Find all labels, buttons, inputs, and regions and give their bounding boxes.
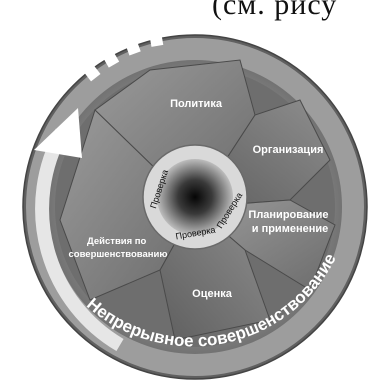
label-organization: Организация (253, 144, 324, 156)
label-organization-line-1: Организация (253, 144, 324, 156)
label-planning-line-2: и применение (252, 223, 328, 235)
label-assessment: Оценка (192, 288, 233, 300)
label-planning-line-1: Планирование (248, 209, 328, 221)
label-improvement-actions-line-1: Действия по (87, 236, 147, 247)
label-improvement-actions: Действия по совершенствованию (69, 236, 168, 260)
label-assessment-line-1: Оценка (192, 288, 233, 300)
improvement-arrowhead (34, 108, 82, 158)
segment-improvement-actions (59, 109, 196, 301)
label-planning: Планирование и применение (248, 209, 331, 235)
dash-arc-marks (77, 29, 164, 82)
label-policy: Политика (170, 98, 223, 110)
improvement-arrow-arc (35, 128, 124, 352)
header-text-fragment: (см. рису (212, 0, 338, 21)
label-policy-line-1: Политика (170, 98, 223, 110)
label-improvement-actions-line-2: совершенствованию (69, 249, 168, 260)
center-hub (157, 159, 233, 235)
